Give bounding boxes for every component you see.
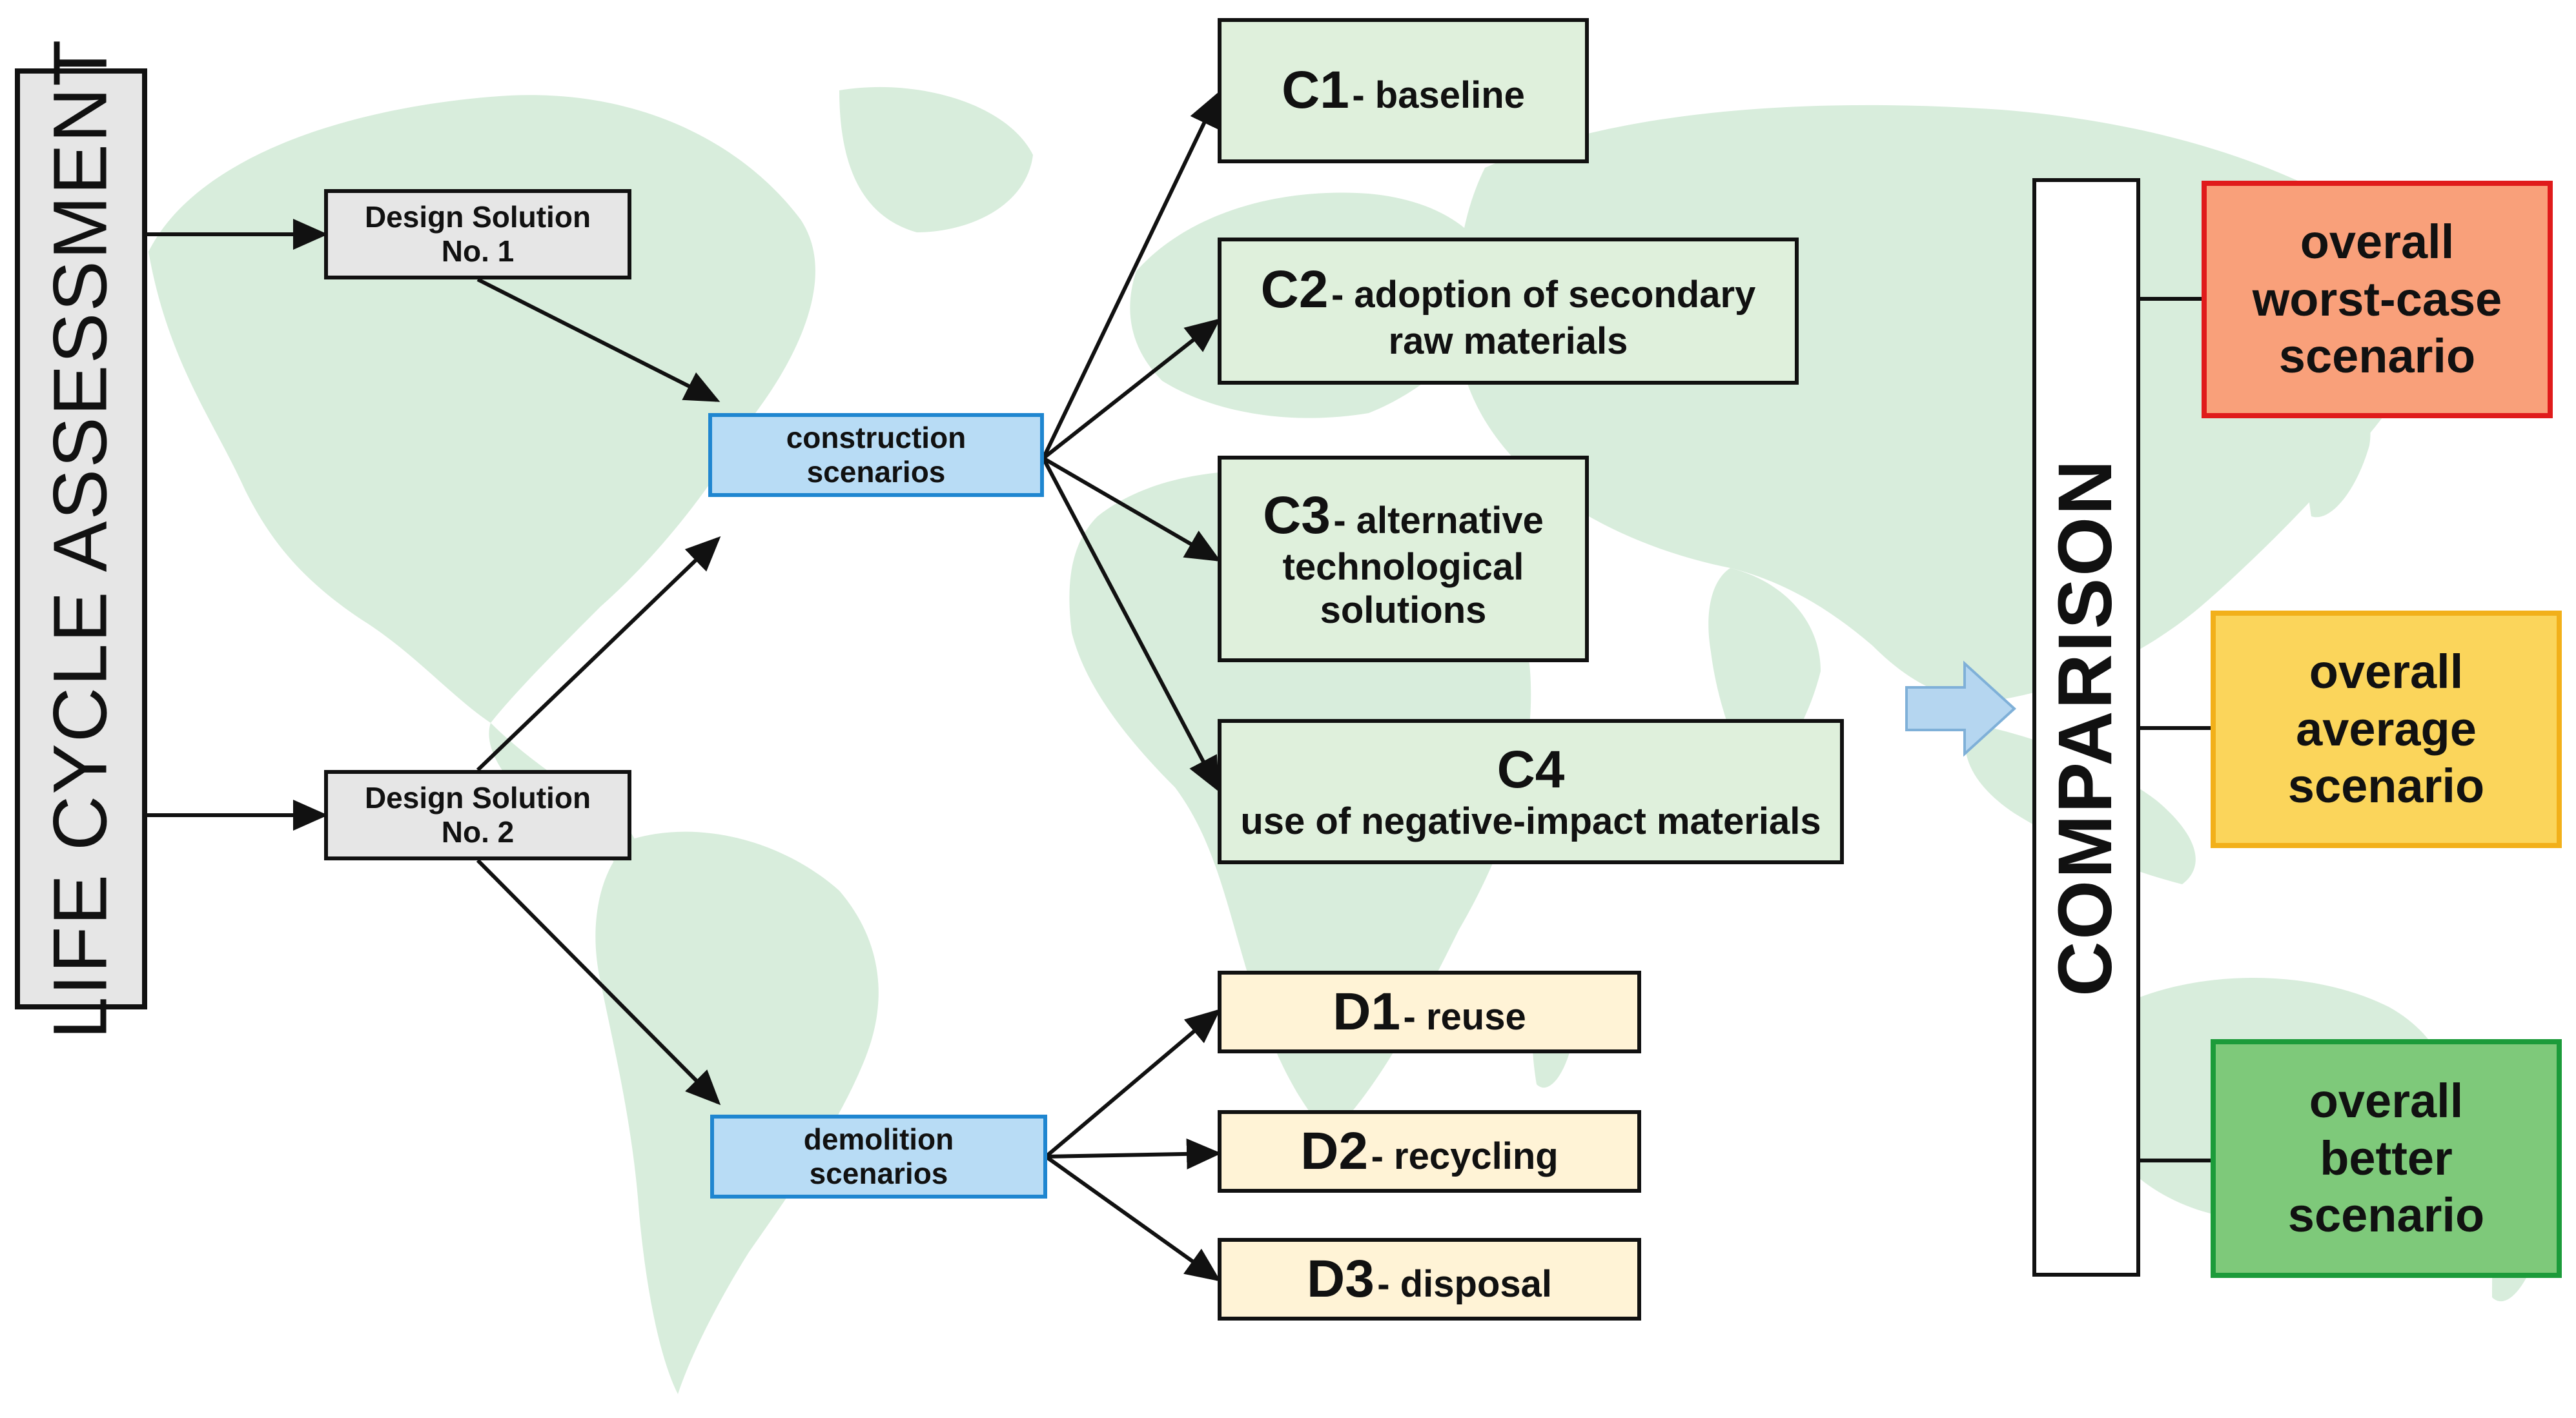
d3-code: D3 — [1307, 1249, 1375, 1308]
arrow-design-2-to-demolition — [476, 858, 721, 1106]
life-cycle-assessment-label: LIFE CYCLE ASSESSMENT — [15, 39, 147, 1039]
c2-code: C2 — [1260, 259, 1329, 319]
scenario-c2: C2 - adoption of secondary raw materials — [1218, 238, 1799, 385]
arrow-demolition-to-d2 — [1045, 1138, 1222, 1170]
d2-code: D2 — [1300, 1121, 1369, 1180]
demolition-scenarios: demolition scenarios — [710, 1115, 1047, 1199]
arrow-construction-to-c1 — [1041, 91, 1220, 460]
design-solution-1: Design Solution No. 1 — [324, 189, 631, 279]
construction-scenarios: construction scenarios — [708, 413, 1044, 497]
c1-desc: - baseline — [1352, 74, 1525, 117]
scenario-c4: C4 use of negative-impact materials — [1218, 719, 1844, 864]
c4-code: C4 — [1497, 740, 1565, 799]
c3-desc: - alternative — [1333, 500, 1544, 542]
arrow-design-1-to-construction — [476, 278, 721, 402]
design-solution-2: Design Solution No. 2 — [324, 770, 631, 860]
scenario-d1: D1 - reuse — [1218, 971, 1641, 1053]
scenario-c1: C1 - baseline — [1218, 18, 1589, 163]
c3-desc-rest: technological — [1282, 546, 1524, 589]
c2-desc-rest: raw materials — [1388, 319, 1628, 362]
lca-text: LIFE CYCLE ASSESSMENT — [37, 38, 123, 1040]
scenario-c3: C3 - alternative technological solutions — [1218, 456, 1589, 662]
arrow-design-2-to-construction — [476, 536, 721, 772]
c3-desc-rest-2: solutions — [1320, 589, 1487, 632]
overall-worst-case-scenario: overall worst-case scenario — [2202, 181, 2553, 418]
arrow-demolition-to-d3 — [1045, 1155, 1221, 1282]
map-north-america — [148, 95, 815, 724]
c4-desc: use of negative-impact materials — [1240, 800, 1821, 843]
arrow-construction-to-c2 — [1042, 318, 1221, 460]
comparison-label: COMPARISON — [2032, 178, 2140, 1277]
c3-code: C3 — [1263, 486, 1331, 545]
overall-average-scenario: overall average scenario — [2211, 611, 2562, 848]
d2-desc: - recycling — [1371, 1135, 1559, 1177]
map-japan — [2307, 396, 2371, 518]
c1-code: C1 — [1282, 61, 1349, 120]
arrow-construction-to-c3 — [1042, 456, 1222, 562]
scenario-d2: D2 - recycling — [1218, 1110, 1641, 1193]
d1-code: D1 — [1333, 982, 1401, 1041]
arrow-construction-to-c4 — [1041, 457, 1220, 793]
map-greenland — [839, 86, 1033, 232]
scenario-d3: D3 - disposal — [1218, 1238, 1641, 1321]
map-south-america — [595, 831, 879, 1394]
big-arrow-to-comparison — [1905, 660, 2016, 757]
c2-desc: - adoption of secondary — [1331, 273, 1756, 316]
overall-better-scenario: overall better scenario — [2211, 1039, 2562, 1278]
d1-desc: - reuse — [1403, 995, 1526, 1038]
arrow-demolition-to-d1 — [1045, 1009, 1221, 1159]
d3-desc: - disposal — [1377, 1262, 1552, 1305]
comparison-text: COMPARISON — [2043, 458, 2129, 997]
